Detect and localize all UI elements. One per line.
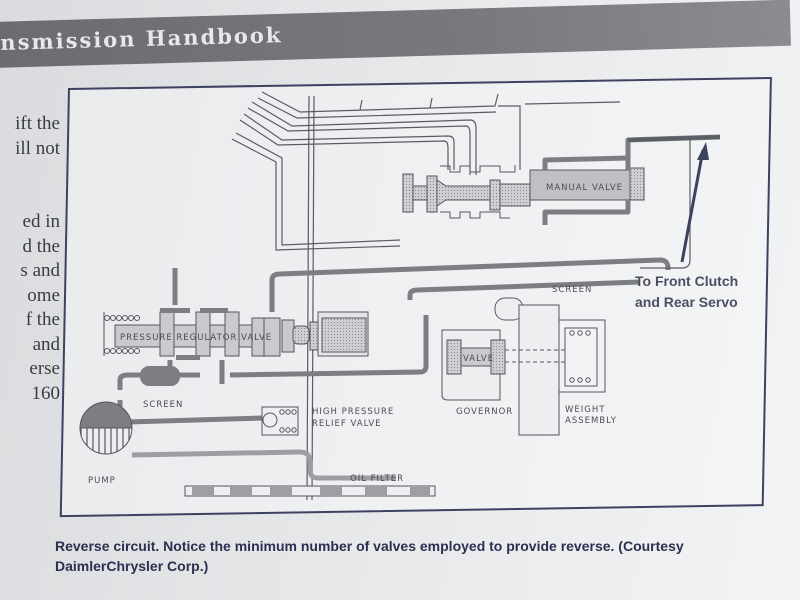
body-text-line: and xyxy=(32,333,60,355)
screen-right-label: SCREEN xyxy=(552,285,592,295)
callout-line-1: To Front Clutch xyxy=(635,273,739,289)
governor: VALVE SCREEN GOVERNOR WEIGHT ASSEMBLY xyxy=(441,285,617,436)
body-text-line: ome xyxy=(27,284,60,306)
body-text-line: s and xyxy=(20,260,60,281)
relief-valve-label-2: RELIEF VALVE xyxy=(312,419,382,429)
pressurized-lines xyxy=(117,134,721,430)
screen-left: SCREEN xyxy=(140,366,183,410)
filter-lines: OIL FILTER xyxy=(131,449,436,497)
callout-line-2: and Rear Servo xyxy=(635,294,738,310)
governor-label: GOVERNOR xyxy=(456,407,513,417)
caption-line-1: Reverse circuit. Notice the minimum numb… xyxy=(55,538,684,554)
body-text-column: ift the ill not ed in d the s and ome f … xyxy=(0,112,60,406)
pump-label: PUMP xyxy=(88,476,116,486)
high-pressure-relief-valve: HIGH PRESSURE RELIEF VALVE xyxy=(261,406,394,436)
return-line xyxy=(640,140,691,269)
manual-valve: MANUAL VALVE xyxy=(402,165,645,219)
callout-arrow xyxy=(680,142,709,263)
body-text-line: ill not xyxy=(15,137,60,159)
upper-passages xyxy=(231,91,621,501)
manual-valve-label: MANUAL VALVE xyxy=(546,183,623,193)
body-text-line: ed in xyxy=(22,211,60,232)
relief-valve-label-1: HIGH PRESSURE xyxy=(312,407,394,417)
caption-line-2: DaimlerChrysler Corp.) xyxy=(55,558,209,574)
pump: PUMP xyxy=(79,401,133,486)
pressure-regulator-valve: PRESSURE REGULATOR VALVE xyxy=(103,308,369,360)
figure-caption: Reverse circuit. Notice the minimum numb… xyxy=(55,536,800,576)
weight-assembly-label-1: WEIGHT xyxy=(565,405,605,415)
body-text-line: ift the xyxy=(15,113,60,134)
front-clutch-callout: To Front Clutch and Rear Servo xyxy=(635,271,738,313)
weight-assembly-label-2: ASSEMBLY xyxy=(565,416,617,426)
screen-left-label: SCREEN xyxy=(143,400,183,410)
body-text-line: 160 xyxy=(31,382,61,404)
body-text-line: f the xyxy=(25,309,60,330)
governor-valve-label: VALVE xyxy=(463,354,494,364)
body-text-line: erse xyxy=(29,358,60,379)
oil-filter-label: OIL FILTER xyxy=(350,474,404,484)
front-clutch-line xyxy=(627,135,721,142)
body-text-line: d the xyxy=(22,235,60,257)
pressure-regulator-valve-label: PRESSURE REGULATOR VALVE xyxy=(120,333,272,343)
